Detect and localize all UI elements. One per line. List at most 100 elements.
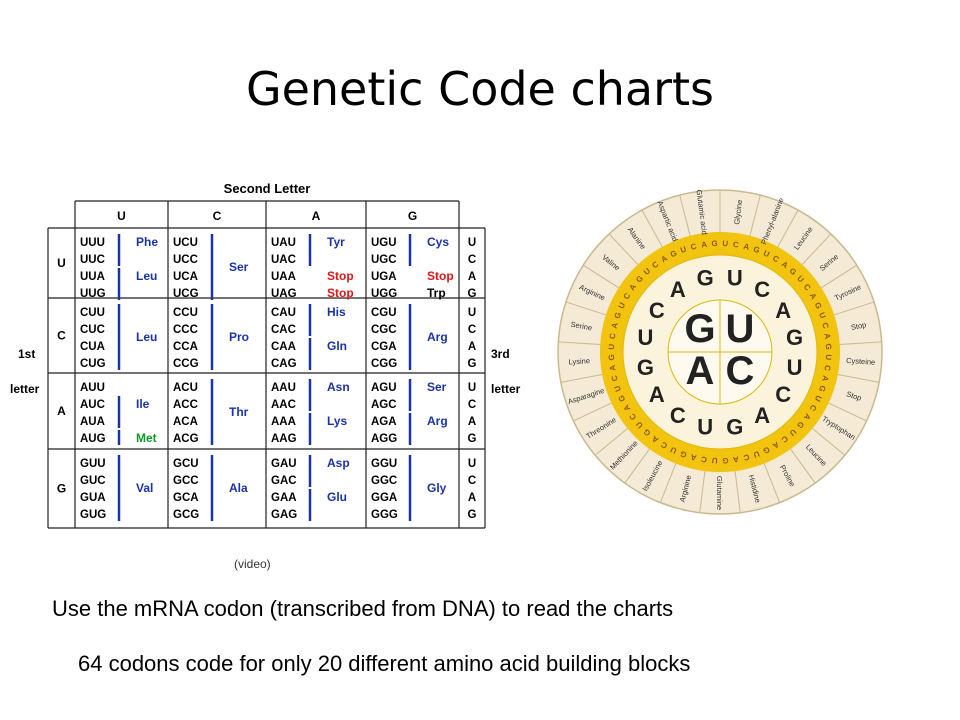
wheel-third-base: U — [634, 420, 645, 430]
amino-acid-ile: Ile — [136, 397, 150, 411]
second-letter-header: Second Letter — [224, 181, 311, 196]
wheel-third-base: A — [742, 242, 750, 252]
wheel-spoke — [777, 209, 799, 248]
wheel-spoke — [558, 341, 601, 345]
wheel-third-base: U — [669, 445, 678, 456]
codon-text: CUG — [80, 358, 106, 370]
wheel-spoke — [573, 402, 612, 422]
codon-text: CGA — [371, 341, 397, 353]
wheel-amino-acid: Cysteine — [846, 356, 876, 367]
wheel-spoke — [679, 194, 691, 236]
wheel-second-base: A — [649, 382, 665, 407]
codon-text: CUC — [80, 324, 105, 336]
wheel-third-base: U — [613, 384, 623, 393]
wheel-second-base: A — [754, 403, 770, 428]
amino-acid-leu: Leu — [136, 269, 157, 283]
amino-acid-tyr: Tyr — [327, 235, 345, 249]
wheel-spoke — [594, 428, 628, 456]
codon-text: UGC — [371, 254, 397, 266]
codon-text: UAC — [271, 254, 296, 266]
codon-text: GAA — [271, 492, 297, 504]
wheel-third-base: A — [659, 253, 669, 264]
codon-text: CCA — [173, 341, 198, 353]
codon-text: CAC — [271, 324, 296, 336]
wheel-third-base: C — [802, 282, 813, 292]
wheel-spoke — [608, 233, 639, 265]
wheel-third-base: C — [771, 254, 781, 265]
wheel-third-base: A — [780, 260, 790, 271]
wheel-third-base: U — [824, 354, 833, 360]
slide-title: Genetic Code charts — [245, 62, 715, 116]
codon-text: CAA — [271, 341, 296, 353]
wheel-third-base: U — [642, 266, 652, 277]
wheel-amino-acid: Serine — [570, 320, 593, 333]
wheel-second-base: C — [775, 382, 791, 407]
wheel-third-base: A — [771, 440, 781, 451]
codon-text: GUC — [80, 475, 106, 487]
amino-acid-cys: Cys — [427, 235, 449, 249]
wheel-spoke — [565, 301, 607, 316]
codon-text: GGC — [371, 475, 397, 487]
codon-text: GGU — [371, 458, 397, 470]
wheel-third-base: U — [679, 245, 688, 255]
codon-text: AUU — [80, 382, 105, 394]
amino-acid-stop: Stop — [327, 269, 354, 283]
wheel-spoke — [837, 373, 880, 383]
third-letter-c: C — [468, 475, 476, 487]
wheel-third-base: G — [795, 420, 806, 431]
wheel-third-base: A — [808, 291, 819, 301]
wheel-third-base: U — [762, 249, 771, 260]
amino-acid-lys: Lys — [327, 414, 348, 428]
amino-acid-ala: Ala — [229, 481, 248, 495]
second-letter-g: G — [408, 209, 417, 223]
amino-acid-thr: Thr — [229, 405, 249, 419]
codon-text: UUA — [80, 271, 105, 283]
wheel-third-base: C — [820, 322, 830, 330]
wheel-first-base: U — [726, 307, 755, 351]
wheel-first-base: C — [726, 349, 755, 393]
codon-text: ACU — [173, 382, 198, 394]
codon-text: UGG — [371, 288, 397, 300]
wheel-third-base: U — [607, 343, 616, 349]
wheel-third-base: C — [627, 411, 638, 421]
first-letter-u: U — [57, 256, 66, 270]
wheel-third-base: C — [622, 291, 633, 301]
wheel-third-base: A — [690, 452, 698, 462]
wheel-third-base: A — [608, 364, 618, 371]
codon-text: CAU — [271, 307, 296, 319]
third-letter-u: U — [468, 307, 476, 319]
first-letter-c: C — [57, 329, 66, 343]
first-letter-label: letter — [10, 382, 40, 396]
codon-text: UUG — [80, 288, 106, 300]
wheel-third-base: C — [700, 454, 707, 464]
codon-text: CUA — [80, 341, 105, 353]
wheel-second-base: C — [670, 403, 686, 428]
wheel-second-base: U — [787, 355, 803, 380]
third-letter-u: U — [468, 382, 476, 394]
wheel-second-base: U — [727, 265, 743, 290]
wheel-third-base: C — [742, 452, 750, 462]
wheel-third-base: G — [711, 239, 718, 248]
wheel-second-base: C — [754, 277, 770, 302]
codon-text: GAC — [271, 475, 297, 487]
codon-text: AAA — [271, 416, 296, 428]
codon-text: CCC — [173, 324, 198, 336]
third-letter-a: A — [468, 492, 476, 504]
third-letter-a: A — [468, 271, 476, 283]
codon-text: UAG — [271, 288, 297, 300]
amino-acid-arg: Arg — [427, 330, 448, 344]
second-letter-c: C — [213, 209, 222, 223]
wheel-third-base: G — [762, 445, 771, 456]
codon-text: GGG — [371, 509, 398, 521]
wheel-spoke — [659, 463, 677, 503]
codon-text: AAC — [271, 399, 296, 411]
codon-text: CGU — [371, 307, 397, 319]
video-caption[interactable]: (video) — [234, 557, 271, 571]
wheel-third-base: G — [617, 394, 628, 403]
codon-text: GUG — [80, 509, 106, 521]
codon-text: ACC — [173, 399, 198, 411]
codon-text: GCA — [173, 492, 199, 504]
second-letter-u: U — [117, 209, 126, 223]
amino-acid-val: Val — [136, 481, 153, 495]
codon-text: GUU — [80, 458, 106, 470]
